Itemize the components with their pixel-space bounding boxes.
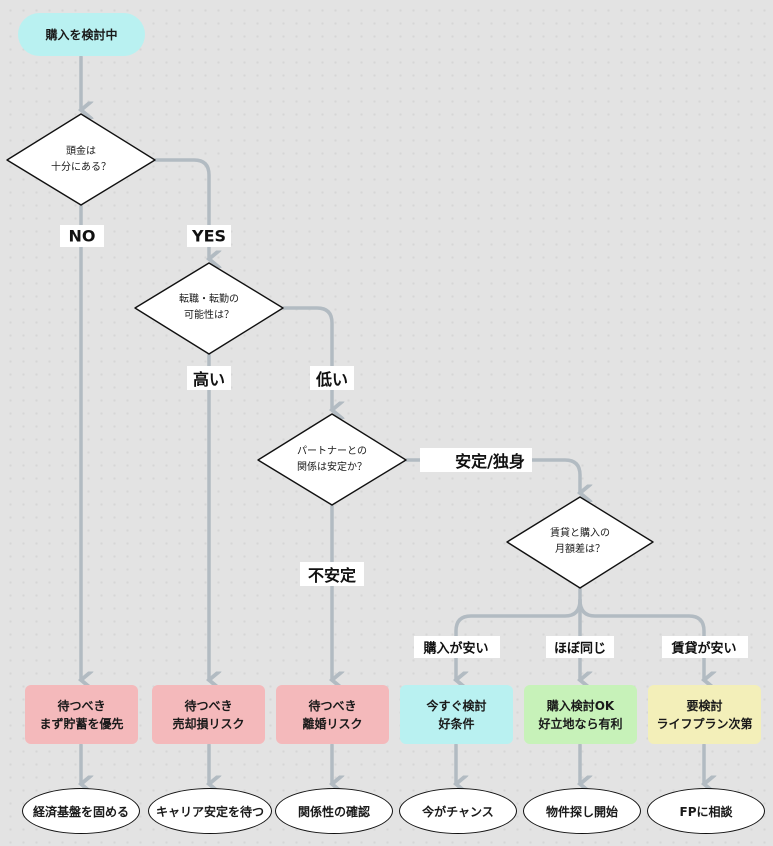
decision-q4-line2: 月額差は？	[555, 544, 605, 555]
decision-diamond-q2	[134, 262, 284, 355]
terminal-4[interactable]: 今がチャンス	[399, 788, 517, 834]
decision-q4[interactable]: 賃貸と購入の 月額差は？	[520, 526, 640, 558]
outcome-box-2[interactable]: 待つべき売却損リスク	[152, 685, 265, 744]
terminal-3-label: 関係性の確認	[297, 804, 370, 819]
outcome-box-4[interactable]: 今すぐ検討好条件	[400, 685, 513, 744]
terminal-5-label: 物件探し開始	[545, 804, 618, 819]
decision-q2-line2: 可能性は？	[184, 310, 234, 321]
start-label: 購入を検討中	[45, 28, 118, 42]
terminal-3[interactable]: 関係性の確認	[275, 788, 393, 834]
outcome-5-line1: 購入検討OK	[546, 698, 615, 713]
outcome-box-5[interactable]: 購入検討OK 好立地なら有利	[524, 685, 637, 744]
edge-label-yes: YES	[191, 226, 227, 246]
outcome-1-line1: 待つべき	[57, 698, 106, 713]
outcome-2-line1: 待つべき	[184, 698, 233, 713]
edge-q3-stable	[405, 458, 580, 493]
decision-q1-line1: 頭金は	[66, 146, 96, 157]
terminal-6-label: FPに相談	[679, 804, 733, 819]
decision-q1-line2: 十分にある？	[51, 162, 111, 173]
terminal-2-label: キャリア安定を待つ	[155, 804, 264, 819]
outcome-box-1[interactable]: 待つべきまず貯蓄を優先	[25, 685, 138, 744]
edge-label-same: ほぼ同じ	[553, 641, 607, 657]
edge-label-unstable: 不安定	[307, 566, 357, 585]
edge-label-buy-cheaper: 購入が安い	[423, 641, 489, 657]
outcome-6-line2: ライフプラン次第	[656, 716, 753, 731]
outcome-4-line2: 好条件	[438, 716, 475, 731]
decision-q4-line1: 賃貸と購入の	[550, 528, 610, 539]
decision-q3[interactable]: パートナーとの 関係は安定か？	[272, 444, 392, 476]
decision-q2-line1: 転職・転勤の	[179, 294, 239, 305]
edge-q4-rent	[578, 598, 704, 680]
edge-label-rent-cheaper: 賃貸が安い	[671, 641, 737, 657]
edge-label-no: NO	[68, 226, 96, 246]
outcome-3-line1: 待つべき	[308, 698, 357, 713]
edge-q2-low	[282, 306, 332, 410]
decision-diamond-q4	[506, 496, 654, 589]
outcome-box-6[interactable]: 要検討ライフプラン次第	[648, 685, 761, 744]
terminal-5[interactable]: 物件探し開始	[523, 788, 641, 834]
start-node[interactable]: 購入を検討中	[18, 13, 145, 56]
outcome-6-line1: 要検討	[686, 698, 723, 713]
decision-q3-line1: パートナーとの	[297, 446, 367, 457]
outcome-1-line2: まず貯蓄を優先	[39, 716, 124, 731]
decision-q2[interactable]: 転職・転勤の 可能性は？	[149, 292, 269, 324]
decision-q3-line2: 関係は安定か？	[297, 462, 367, 473]
terminal-6[interactable]: FPに相談	[647, 788, 765, 834]
edge-label-low: 低い	[315, 370, 349, 389]
outcome-3-line2: 離婚リスク	[302, 716, 363, 731]
terminal-4-label: 今がチャンス	[422, 804, 494, 819]
outcome-5-line2: 好立地なら有利	[538, 716, 623, 731]
outcome-2-line2: 売却損リスク	[172, 716, 245, 731]
terminal-1[interactable]: 経済基盤を固める	[22, 788, 140, 834]
edge-label-stable: 安定/独身	[455, 452, 525, 471]
decision-q1[interactable]: 頭金は 十分にある？	[21, 144, 141, 176]
terminal-1-label: 経済基盤を固める	[32, 804, 129, 819]
outcome-4-line1: 今すぐ検討	[426, 698, 487, 713]
edge-q4-buy	[456, 598, 582, 680]
terminal-2[interactable]: キャリア安定を待つ	[148, 788, 272, 834]
outcome-box-3[interactable]: 待つべき離婚リスク	[276, 685, 389, 744]
decision-diamond-q3	[257, 413, 407, 506]
edge-q1-yes	[154, 158, 209, 259]
decision-diamond-q1	[6, 113, 156, 206]
edge-label-high: 高い	[192, 370, 226, 389]
